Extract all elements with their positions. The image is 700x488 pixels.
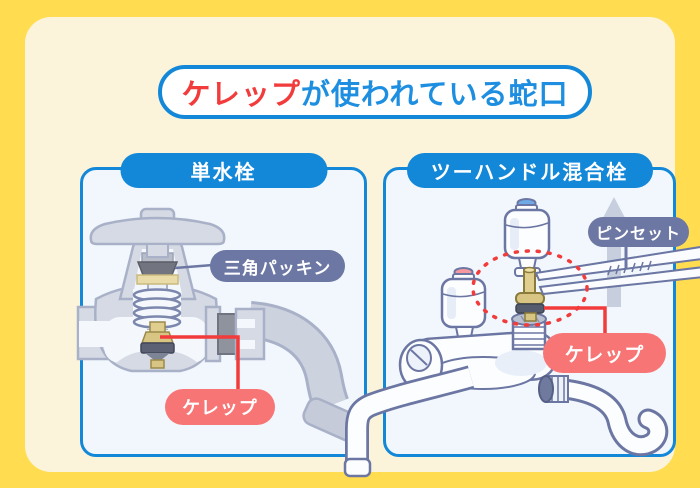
panel-two-handle-faucet-title: ツーハンドル混合栓 (430, 162, 629, 184)
faucet-handle (89, 207, 226, 258)
panel-single-faucet: 単水栓 (76, 153, 367, 457)
kerep-label-two-handle: ケレップ (543, 333, 666, 373)
panel-two-handle-faucet: ツーハンドル混合栓 (343, 153, 700, 478)
spout-connection-nut (204, 305, 266, 363)
focus-dashed-ellipse (471, 249, 589, 327)
page-title: ケレップが使われている蛇口 (158, 65, 592, 119)
hot-handle (440, 267, 487, 346)
triangle-packing-part (136, 261, 179, 276)
inner-card: ケレップが使われている蛇口 単水栓 (25, 17, 700, 478)
kerep-label-connector (544, 306, 607, 333)
wall-pipe (538, 375, 669, 457)
kerep-part (515, 266, 545, 322)
kerep-part (140, 321, 175, 369)
panel-single-faucet-header: 単水栓 (120, 153, 327, 188)
packing-label: 三角パッキン (210, 250, 345, 282)
faucet-spout (247, 301, 363, 442)
panel-two-handle-faucet-header: ツーハンドル混合栓 (406, 153, 653, 188)
title-highlight: ケレップ (181, 79, 301, 111)
panel-single-faucet-title: 単水栓 (190, 162, 257, 184)
title-rest: が使われている蛇口 (300, 79, 569, 111)
tweezers (534, 246, 700, 296)
lifted-handle (503, 198, 551, 277)
packing-label-connector (174, 263, 214, 270)
single-faucet-cross-section-illustration (76, 207, 363, 442)
mixer-spout (343, 365, 475, 478)
two-handle-faucet-illustration (343, 197, 700, 478)
kerep-label-connector (160, 335, 240, 389)
tweezers-label: ピンセット (588, 217, 689, 247)
kerep-label-single: ケレップ (165, 389, 275, 425)
spindle-thread-spring (132, 288, 182, 329)
